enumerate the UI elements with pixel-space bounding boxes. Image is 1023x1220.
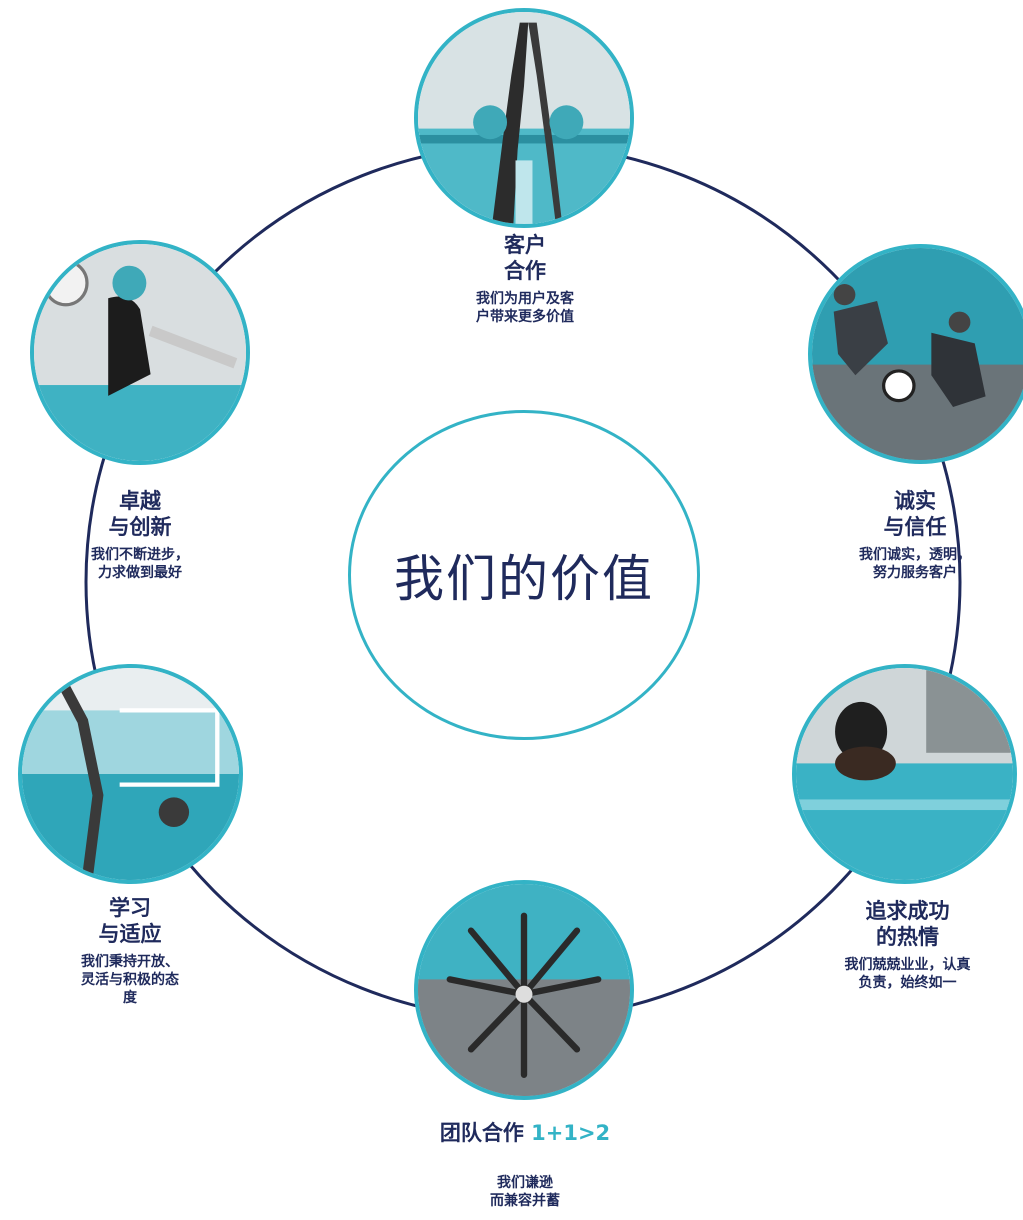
value-excellence-desc-line1: 我们不断进步， [91, 547, 189, 563]
value-excellence-desc: 我们不断进步， 力求做到最好 [50, 546, 230, 582]
value-passion: 追求成功 的热情 我们兢兢业业，认真 负责，始终如一 [800, 898, 1015, 992]
value-learning-desc-line2: 灵活与积极的态 [81, 972, 179, 988]
value-learning-desc-line1: 我们秉持开放、 [81, 954, 179, 970]
value-teamwork: 团队合作 1+1>2 我们谦逊 而兼容并蓄 [400, 1120, 650, 1210]
value-passion-title-line1: 追求成功 [865, 899, 950, 923]
value-teamwork-desc-line2: 而兼容并蓄 [490, 1193, 560, 1209]
value-excellence-title-line2: 与创新 [108, 515, 172, 539]
value-customer: 客户 合作 我们为用户及客 户带来更多价值 [430, 232, 620, 326]
water-polo-highfive-photo [414, 8, 634, 228]
pool-water-polo-photo [18, 664, 243, 884]
page-title: 我们的价值 [394, 550, 654, 608]
swimmer-girl-photo [792, 664, 1017, 884]
value-excellence: 卓越 与创新 我们不断进步， 力求做到最好 [50, 488, 230, 582]
value-honesty-title-line1: 诚实 [894, 489, 936, 513]
value-honesty-title-line2: 与信任 [883, 515, 947, 539]
value-learning-title-line2: 与适应 [98, 922, 162, 946]
center-circle: 我们的价值 [348, 410, 700, 740]
value-honesty-desc-line2: 努力服务客户 [873, 565, 957, 581]
value-learning-title-line1: 学习 [109, 896, 151, 920]
value-passion-title-line2: 的热情 [876, 925, 939, 949]
value-teamwork-desc: 我们谦逊 而兼容并蓄 [400, 1174, 650, 1210]
value-customer-title-line2: 合作 [504, 259, 546, 283]
underwater-soccer-photo [808, 244, 1023, 464]
value-excellence-desc-line2: 力求做到最好 [98, 565, 182, 581]
value-customer-desc-line2: 户带来更多价值 [476, 309, 574, 325]
value-honesty: 诚实 与信任 我们诚实，透明， 努力服务客户 [815, 488, 1015, 582]
value-customer-title-line1: 客户 [504, 233, 546, 257]
value-learning-desc: 我们秉持开放、 灵活与积极的态 度 [40, 953, 220, 1007]
value-passion-desc-line1: 我们兢兢业业，认真 [844, 957, 971, 973]
water-polo-thrower-photo [30, 240, 250, 465]
value-learning-desc-line3: 度 [123, 990, 137, 1006]
value-teamwork-title-text: 团队合作 [439, 1121, 524, 1145]
value-excellence-title-line1: 卓越 [119, 489, 161, 513]
value-honesty-desc-line1: 我们诚实，透明， [859, 547, 971, 563]
value-teamwork-title: 团队合作 1+1>2 [400, 1120, 650, 1146]
value-honesty-desc: 我们诚实，透明， 努力服务客户 [815, 546, 1015, 582]
value-customer-desc: 我们为用户及客 户带来更多价值 [430, 290, 620, 326]
value-teamwork-desc-line1: 我们谦逊 [497, 1175, 553, 1191]
synchronized-swimmers-photo [414, 880, 634, 1100]
value-learning: 学习 与适应 我们秉持开放、 灵活与积极的态 度 [40, 895, 220, 1007]
value-teamwork-title-accent: 1+1>2 [531, 1121, 611, 1145]
value-customer-desc-line1: 我们为用户及客 [476, 291, 574, 307]
value-passion-desc-line2: 负责，始终如一 [858, 975, 957, 991]
value-passion-desc: 我们兢兢业业，认真 负责，始终如一 [800, 956, 1015, 992]
